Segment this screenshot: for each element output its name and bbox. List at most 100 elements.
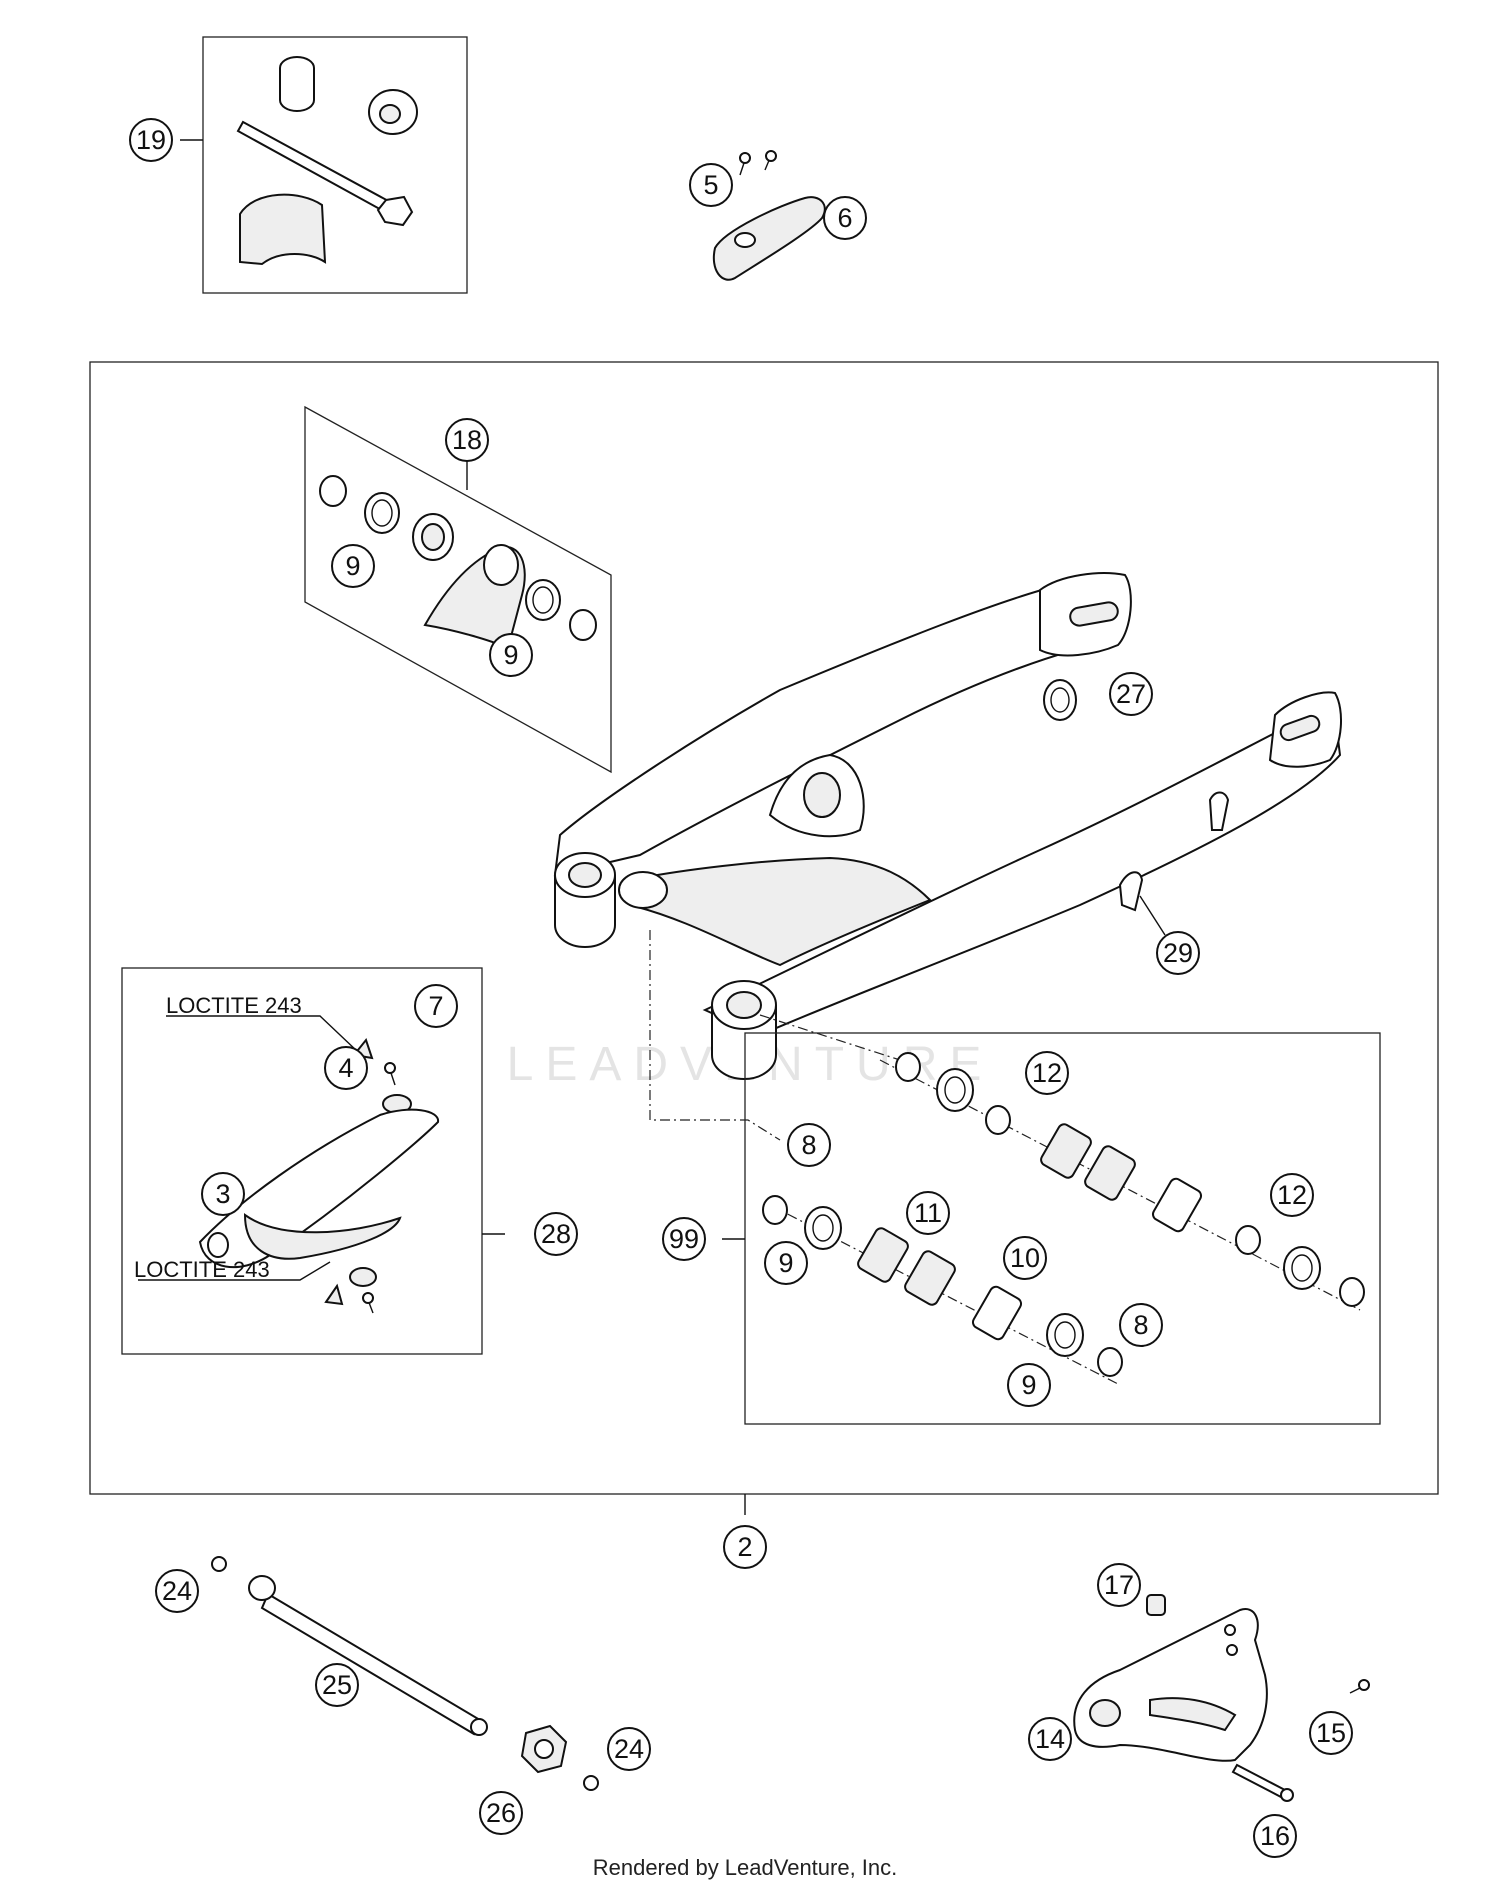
pivot-tube-mid [618,871,668,909]
brake-stay-tab [1208,791,1230,831]
upper-axle-slot [1069,601,1119,627]
ring-12a [985,1105,1011,1135]
chain-guide-window [1149,1697,1237,1732]
callout-9-b: 9 [489,633,533,677]
leader-loctite-bottom [138,1261,331,1281]
callout-7: 7 [414,984,458,1028]
bearing-ring-1 [364,492,400,534]
loctite-note-bottom: LOCTITE 243 [134,1257,270,1282]
part-3-chain-slider-bottom [243,1213,402,1260]
callout-99: 99 [662,1217,706,1261]
kit-99-box [744,1032,1381,1425]
chain-guide-hole [1089,1699,1121,1727]
kit-28-box [121,967,483,1355]
callout-7-label: 7 [428,991,443,1021]
callout-26: 26 [479,1791,523,1835]
bearing-9c [804,1206,842,1250]
part-99-kit [722,1032,1381,1425]
part-6-hole [734,232,756,248]
ring-12b [1235,1225,1261,1255]
bearing-ring-1-inner [371,499,393,527]
part-27-bushing-inner [1050,687,1070,713]
callout-15-label: 15 [1316,1718,1346,1748]
callout-27: 27 [1109,672,1153,716]
part-16-bolt-head [1280,1788,1294,1802]
callout-9-a: 9 [331,544,375,588]
needle-bearing-11a [857,1227,909,1283]
bearing-ring-2 [525,579,561,621]
spacer-upper [1151,1177,1203,1233]
part-6-cover [712,196,826,281]
screw-5-head [739,152,751,164]
kit-18-box [304,405,612,774]
bearing-9d-inner [1054,1321,1076,1349]
lower-axle-slot [1279,714,1321,742]
callout-2-label: 2 [737,1532,752,1562]
callout-6: 6 [823,196,867,240]
callout-8-a-label: 8 [801,1130,816,1160]
alignment-line-lower [649,930,781,1141]
part-16-bolt-shaft [1231,1763,1287,1799]
kit-19-box [202,36,468,294]
main-assembly-box [89,361,1439,1495]
part-28-kit [121,967,505,1355]
callout-9-d: 9 [1007,1363,1051,1407]
part-25-axle-shaft [260,1592,482,1736]
seal-8a [762,1195,788,1225]
callout-4: 4 [324,1046,368,1090]
screw-bottom-head [362,1292,374,1304]
bearing-9d [1046,1313,1084,1357]
callout-17: 17 [1097,1563,1141,1607]
callout-9-a-label: 9 [345,551,360,581]
callout-8-b: 8 [1119,1303,1163,1347]
callout-3: 3 [201,1172,245,1216]
callout-18: 18 [445,418,489,462]
callout-24-a-label: 24 [162,1576,192,1606]
callout-9-c-label: 9 [778,1248,793,1278]
callout-29: 29 [1156,931,1200,975]
callout-12-a-label: 12 [1032,1058,1062,1088]
callout-11-label: 11 [914,1198,942,1228]
callout-28-label: 28 [541,1219,571,1249]
callout-9-c: 9 [764,1241,808,1285]
seal-small-1 [319,475,347,507]
callout-15: 15 [1309,1711,1353,1755]
callout-29-label: 29 [1163,938,1193,968]
callout-5-label: 5 [703,170,718,200]
chain-guide-bolt-hole-1 [1224,1624,1236,1636]
callout-24-b: 24 [607,1727,651,1771]
callout-19: 19 [129,118,173,162]
callout-5: 5 [689,163,733,207]
callout-8-a: 8 [787,1123,831,1167]
alignment-line-upper [759,1014,901,1061]
bearing-upper-1 [936,1068,974,1112]
pivot-axle-set [211,1556,599,1791]
callout-4-label: 4 [338,1053,353,1083]
pivot-block-bore [483,544,519,586]
bearing-upper-2 [1283,1246,1321,1290]
bearing-9c-inner [812,1214,834,1242]
callout-14: 14 [1028,1717,1072,1761]
loctite-note-top: LOCTITE 243 [166,993,302,1018]
part-14-chain-guide [1073,1608,1268,1762]
callout-6-label: 6 [837,203,852,233]
needle-bearing-upper-1 [1040,1123,1092,1179]
bearing-ring-2-inner [532,586,554,614]
part-24-cap-a [211,1556,227,1572]
callout-12-a: 12 [1025,1051,1069,1095]
callout-3-label: 3 [215,1179,230,1209]
callout-25-label: 25 [322,1670,352,1700]
callout-14-label: 14 [1035,1724,1065,1754]
callout-16-label: 16 [1260,1821,1290,1851]
seal-8b [1097,1347,1123,1377]
part-24-cap-b [583,1775,599,1791]
callout-12-b: 12 [1270,1173,1314,1217]
bearing-upper-1-inner [944,1076,966,1104]
guide-tab [1118,871,1144,912]
bearing-upper-2-inner [1291,1254,1313,1282]
callout-16: 16 [1253,1814,1297,1858]
callout-9-d-label: 9 [1021,1370,1036,1400]
callout-19-label: 19 [136,125,166,155]
callout-17-label: 17 [1104,1570,1134,1600]
callout-11: 11 [906,1191,950,1235]
